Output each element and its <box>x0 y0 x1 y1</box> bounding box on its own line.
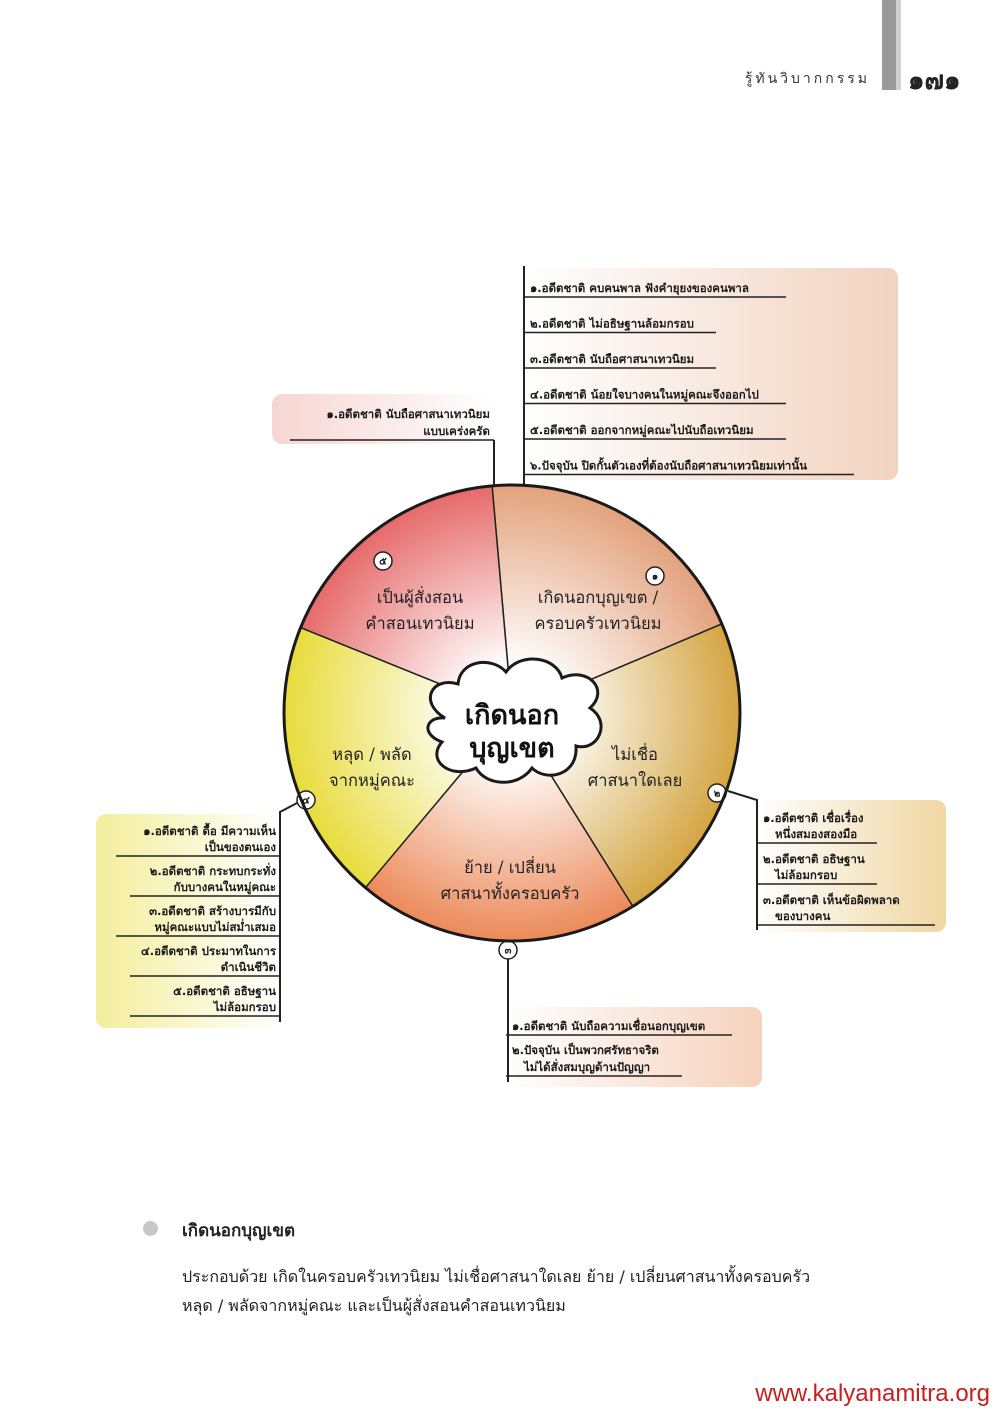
callout-4-item-3-line-1: ๓.อดีตชาติ สร้างบารมีกับ <box>149 904 276 918</box>
callout-1-item-1-line-1: ๑.อดีตชาติ คบคนพาล ฟังคำยุยงของคนพาล <box>530 281 749 296</box>
segment-4-label-line-2: จากหมู่คณะ <box>329 771 415 791</box>
callout-1-item-2-line-1: ๒.อดีตชาติ ไม่อธิษฐานล้อมกรอบ <box>530 317 694 332</box>
callout-5-item-1-line-2: แบบเคร่งครัด <box>423 424 490 438</box>
segment-2-number: ๒ <box>714 789 721 800</box>
callout-box-segment-5 <box>272 394 496 444</box>
callout-1-item-3-line-1: ๓.อดีตชาติ นับถือศาสนาเทวนิยม <box>530 352 694 366</box>
segment-5-label-line-1: เป็นผู้สั่งสอน <box>377 586 463 608</box>
segment-2-label-line-2: ศาสนาใดเลย <box>588 771 683 790</box>
section-body-line-2: หลุด / พลัดจากหมู่คณะ และเป็นผู้สั่งสอนค… <box>182 1296 566 1315</box>
wheel: เกิดนอกบุญเขต / ครอบครัวเทวนิยม ๑ไม่เชื่อศ… <box>282 483 742 960</box>
callout-box-segment-4 <box>96 814 282 1028</box>
callout-2-item-2-line-2: ไม่ล้อมกรอบ <box>773 868 837 882</box>
segment-1-number-badge <box>645 566 665 586</box>
segment-3-label-line-1: ย้าย / เปลี่ยน <box>464 856 556 877</box>
section-title: เกิดนอกบุญเขต <box>182 1221 296 1241</box>
callout-4-item-1-line-2: เป็นของตนเอง <box>205 839 277 854</box>
segment-5-number: ๕ <box>379 557 387 568</box>
callout-4-item-3-line-2: หมู่คณะแบบไม่สม่ำเสมอ <box>154 918 276 935</box>
wheel-outline <box>282 483 742 943</box>
section-body: ประกอบด้วย เกิดในครอบครัวเทวนิยม ไม่เชื่… <box>182 1262 902 1320</box>
callout-1-item-4-line-1: ๔.อดีตชาติ น้อยใจบางคนในหมู่คณะจึงออกไป <box>530 388 759 403</box>
callout-3-item-2-line-1: ๒.ปัจจุบัน เป็นพวกศรัทธาจริต <box>512 1042 659 1058</box>
segment-5-number-badge <box>373 551 393 571</box>
segment-1-number: ๑ <box>652 572 658 583</box>
callout-2-item-1-line-1: ๑.อดีตชาติ เชื่อเรื่อง <box>763 809 864 825</box>
segment-4-label-line-1: หลุด / พลัด <box>332 745 411 765</box>
callout-2-item-1-line-2: หนึ่งสมองสองมือ <box>775 825 857 841</box>
segment-3-label-line-2: ศาสนาทั้งครอบครัว <box>441 881 580 903</box>
connector-segment-4 <box>279 801 300 1022</box>
segment-2-label-line-1: ไม่เชื่อ <box>610 743 658 764</box>
callout-box-segment-2 <box>754 800 946 932</box>
segment-1-label-line-2: ครอบครัวเทวนิยม <box>534 614 661 633</box>
center-title-line-1: เกิดนอก <box>465 700 559 731</box>
site-url: www.kalyanamitra.org <box>755 1380 990 1407</box>
callout-4-item-5-line-2: ไม่ล้อมกรอบ <box>212 1000 276 1014</box>
callout-1-item-5-line-1: ๕.อดีตชาติ ออกจากหมู่คณะไปนับถือเทวนิยม <box>530 423 754 438</box>
callout-2-item-3-line-1: ๓.อดีตชาติ เห็นข้อผิดพลาด <box>763 892 900 907</box>
callout-5-item-1-line-1: ๑.อดีตชาติ นับถือศาสนาเทวนิยม <box>326 407 490 421</box>
center-cloud: เกิดนอก บุญเขต <box>426 657 603 784</box>
running-title: รู้ทันวิบากกรรม <box>744 71 870 87</box>
callout-4-item-4-line-1: ๔.อดีตชาติ ประมาทในการ <box>141 944 277 958</box>
callout-1-item-6-line-1: ๖.ปัจจุบัน ปิดกั้นตัวเองที่ต้องนับถือศาส… <box>529 457 807 474</box>
segment-5-label-line-2: คำสอนเทวนิยม <box>365 614 474 633</box>
segment-4-number: ๔ <box>302 796 310 807</box>
connector-segment-2 <box>727 790 758 930</box>
callout-3-item-1-line-1: ๑.อดีตชาติ นับถือความเชื่อนอกบุญเขต <box>512 1017 705 1034</box>
callout-4-item-1-line-1: ๑.อดีตชาติ ดื้อ มีความเห็น <box>143 822 276 838</box>
page-number: ๑๗๑ <box>908 66 961 96</box>
segment-3-number: ๓ <box>505 946 512 957</box>
callout-2-item-3-line-2: ของบางคน <box>775 909 830 923</box>
center-title-line-2: บุญเขต <box>469 733 554 765</box>
callout-4-item-4-line-2: ดำเนินชีวิต <box>221 960 276 974</box>
segment-1-label-line-1: เกิดนอกบุญเขต / <box>538 588 659 608</box>
mind-map-diagram: เกิดนอกบุญเขต / ครอบครัวเทวนิยม ๑ไม่เชื่อศ… <box>96 266 946 1087</box>
header-accent-bar-light <box>896 0 901 90</box>
callout-2-item-2-line-1: ๒.อดีตชาติ อธิษฐาน <box>763 852 865 867</box>
callout-4-item-2-line-2: กับบางคนในหมู่คณะ <box>174 880 276 895</box>
callout-3-item-2-line-2: ไม่ได้สั่งสมบุญด้านปัญญา <box>522 1058 650 1075</box>
header-accent-bar <box>882 0 896 90</box>
callout-4-item-5-line-1: ๕.อดีตชาติ อธิษฐาน <box>173 984 276 999</box>
center-cloud-shape <box>426 657 603 784</box>
callout-box-segment-1 <box>522 268 898 480</box>
callouts: ๑.อดีตชาติ คบคนพาล ฟังคำยุยงของคนพาล๒.อด… <box>116 281 935 1077</box>
callout-4-item-2-line-1: ๒.อดีตชาติ กระทบกระทั่ง <box>150 862 277 878</box>
callout-box-segment-3 <box>502 1007 762 1087</box>
section-bullet-icon <box>143 1221 158 1236</box>
section-body-line-1: ประกอบด้วย เกิดในครอบครัวเทวนิยม ไม่เชื่… <box>182 1267 811 1286</box>
